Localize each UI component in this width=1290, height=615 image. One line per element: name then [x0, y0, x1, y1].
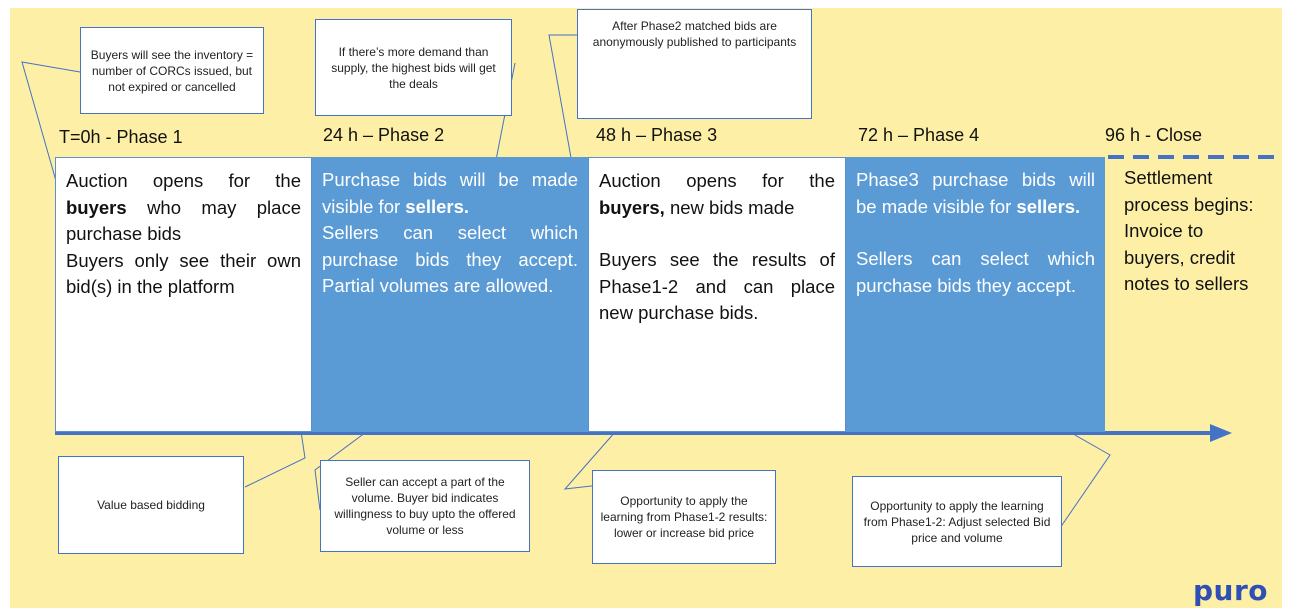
phase-2-text-a1: Purchase bids will be made visible for: [322, 169, 578, 217]
phase-4-text-a1: Phase3 purchase bids will be made visibl…: [856, 169, 1095, 217]
close-text: Settlement process begins: Invoice to bu…: [1124, 167, 1254, 294]
callout-demand: If there’s more demand than supply, the …: [315, 19, 512, 116]
callout-demand-text: If there’s more demand than supply, the …: [331, 44, 496, 91]
puro-logo: puro: [1192, 574, 1268, 607]
phase-3-text-a2: new bids made: [664, 196, 795, 218]
close-panel: Settlement process begins: Invoice to bu…: [1118, 157, 1268, 432]
callout-value-based: Value based bidding: [58, 456, 244, 554]
callout-learning12-text: Opportunity to apply the learning from P…: [600, 494, 768, 540]
phase-1-text-bold: buyers: [66, 196, 127, 218]
phase-1-label: T=0h - Phase 1: [59, 127, 183, 147]
phase-2-text-a: Purchase bids will be made visible for s…: [322, 167, 578, 220]
phase-4-text-a: Phase3 purchase bids will be made visibl…: [856, 167, 1095, 220]
callout-learning12: Opportunity to apply the learning from P…: [592, 470, 776, 564]
phase-1-panel: Auction opens for the buyers who may pla…: [55, 157, 312, 432]
callout-value-based-text: Value based bidding: [97, 498, 205, 512]
callout-partial-text: Seller can accept a part of the volume. …: [334, 475, 516, 537]
callout-partial: Seller can accept a part of the volume. …: [320, 460, 530, 552]
callout-learning12b: Opportunity to apply the learning from P…: [852, 476, 1062, 567]
callout-inventory: Buyers will see the inventory = number o…: [80, 27, 264, 114]
phase-2-panel: Purchase bids will be made visible for s…: [312, 157, 588, 432]
phase-1-text-a: Auction opens for the buyers who may pla…: [66, 168, 301, 248]
phase-1-text-a1: Auction opens for the: [66, 170, 301, 191]
callout-published: After Phase2 matched bids are anonymousl…: [577, 9, 812, 119]
callout-published-text: After Phase2 matched bids are anonymousl…: [592, 19, 797, 49]
phase-4-label: 72 h – Phase 4: [858, 125, 980, 145]
phase-3-label: 48 h – Phase 3: [596, 125, 718, 145]
phase-3-panel: Auction opens for the buyers, new bids m…: [588, 157, 846, 432]
phase-3-text-a1: Auction opens for the: [599, 170, 835, 191]
phase-4-text-bold: sellers.: [1016, 195, 1081, 217]
phase-2-text-bold: sellers.: [405, 195, 470, 217]
phase-3-text-b: Buyers see the results of Phase1-2 and c…: [599, 249, 835, 323]
phase-1-text-a2: who may place purchase bids: [66, 196, 301, 245]
close-label: 96 h - Close: [1105, 125, 1203, 145]
phase-2-text-b: Sellers can select which purchase bids t…: [322, 222, 578, 296]
phase-4-text-b: Sellers can select which purchase bids t…: [856, 248, 1095, 296]
callout-learning12b-text: Opportunity to apply the learning from P…: [863, 498, 1051, 545]
callout-inventory-text: Buyers will see the inventory = number o…: [90, 47, 254, 94]
phase-3-text-bold: buyers,: [599, 196, 665, 218]
phase-3-text-a: Auction opens for the buyers, new bids m…: [599, 168, 835, 221]
phase-2-label: 24 h – Phase 2: [323, 125, 445, 145]
phase-1-text-b: Buyers only see their own bid(s) in the …: [66, 249, 301, 298]
phase-4-panel: Phase3 purchase bids will be made visibl…: [846, 157, 1105, 432]
